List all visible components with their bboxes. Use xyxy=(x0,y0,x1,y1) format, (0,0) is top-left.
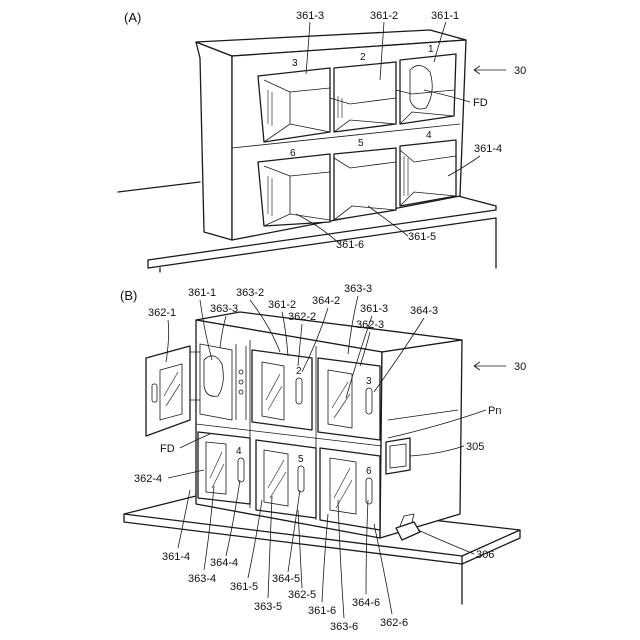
ref-fd: FD xyxy=(473,97,488,109)
compartment-4-opening xyxy=(400,140,456,206)
ref-b-363-5: 363-5 xyxy=(254,601,282,613)
ref-361-5: 361-5 xyxy=(408,231,436,243)
door-362-2 xyxy=(252,350,312,430)
ref-30-a: 30 xyxy=(514,65,526,77)
door-362-5 xyxy=(256,440,316,518)
figure-a-label: (A) xyxy=(124,10,141,25)
num-2: 2 xyxy=(360,52,366,63)
num-3: 3 xyxy=(292,58,298,69)
ref-305: 305 xyxy=(466,441,484,453)
ref-b-361-6: 361-6 xyxy=(308,605,336,617)
num-4: 4 xyxy=(426,130,432,141)
cabinet-right-b xyxy=(380,340,462,538)
door-362-1-open xyxy=(146,346,190,436)
ref-b-363-6: 363-6 xyxy=(330,621,358,633)
ref-b-363-4: 363-4 xyxy=(188,573,216,585)
ref-b-364-5: 364-5 xyxy=(272,573,300,585)
ref-361-3: 361-3 xyxy=(296,10,324,22)
figure-b-label: (B) xyxy=(120,288,137,303)
ref-30-b: 30 xyxy=(514,361,526,373)
table-side-edge xyxy=(458,196,496,206)
num-5: 5 xyxy=(358,138,364,149)
ref-361-1: 361-1 xyxy=(431,10,459,22)
ref-b-361-5: 361-5 xyxy=(230,581,258,593)
arrow-30-a xyxy=(474,66,506,74)
ref-b-362-6: 362-6 xyxy=(380,617,408,629)
compartment-3-opening xyxy=(258,68,330,142)
num-1: 1 xyxy=(428,44,434,55)
ref-b-363-3b: 363-3 xyxy=(344,283,372,295)
door-362-6 xyxy=(320,448,380,530)
ref-b-364-3: 364-3 xyxy=(410,305,438,317)
ref-306: 306 xyxy=(476,549,494,561)
table-edge-back xyxy=(118,182,200,192)
ref-b-361-2: 361-2 xyxy=(268,299,296,311)
ref-b-fd: FD xyxy=(160,443,175,455)
ref-b-364-6: 364-6 xyxy=(352,597,380,609)
ref-b-362-2: 362-2 xyxy=(288,311,316,323)
door-num-4: 4 xyxy=(236,446,242,457)
ref-b-363-2: 363-2 xyxy=(236,287,264,299)
ref-b-364-2: 364-2 xyxy=(312,295,340,307)
ref-b-361-3: 361-3 xyxy=(360,303,388,315)
figure-a: (A) 1 2 3 4 5 xyxy=(118,10,526,272)
ref-b-363-3a: 363-3 xyxy=(210,303,238,315)
ref-b-361-1: 361-1 xyxy=(188,287,216,299)
ref-b-362-4: 362-4 xyxy=(134,473,162,485)
ref-pn: Pn xyxy=(488,405,501,417)
ref-b-362-5: 362-5 xyxy=(288,589,316,601)
cabinet-left-side xyxy=(196,42,232,240)
door-num-6: 6 xyxy=(366,466,372,477)
compartment-6-opening xyxy=(258,154,330,226)
ref-b-361-4: 361-4 xyxy=(162,551,190,563)
ref-b-364-4: 364-4 xyxy=(210,557,238,569)
ref-b-362-1: 362-1 xyxy=(148,307,176,319)
door-num-5: 5 xyxy=(298,454,304,465)
arrow-30-b xyxy=(474,362,506,370)
ref-361-2: 361-2 xyxy=(370,10,398,22)
figure-b: (B) 2 xyxy=(120,283,526,633)
door-num-2: 2 xyxy=(296,366,302,377)
table-front-edge-lower xyxy=(148,218,496,268)
door-num-3: 3 xyxy=(366,376,372,387)
num-6: 6 xyxy=(290,148,296,159)
ref-361-6: 361-6 xyxy=(336,239,364,251)
ref-361-4: 361-4 xyxy=(474,143,502,155)
